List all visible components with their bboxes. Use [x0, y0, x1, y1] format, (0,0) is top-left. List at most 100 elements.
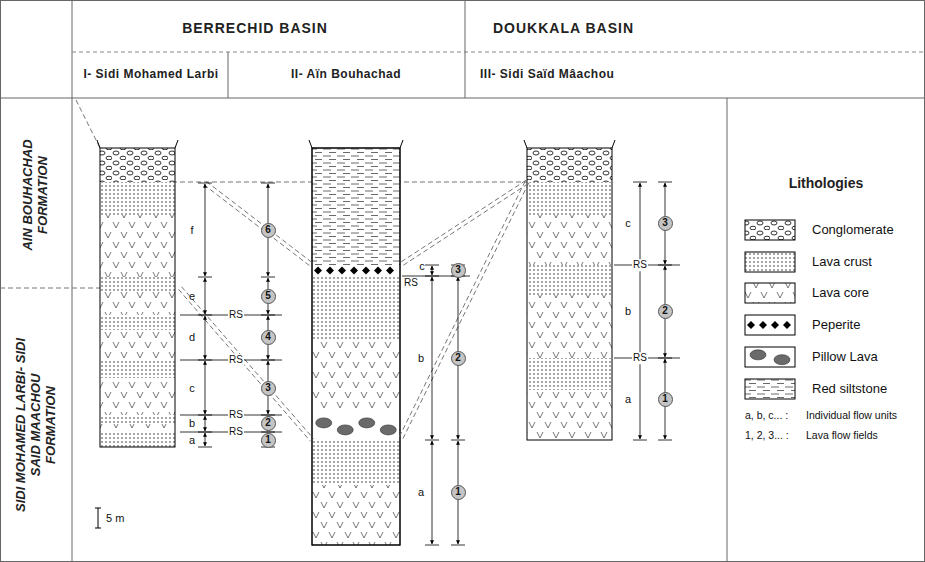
peperite-mark — [350, 267, 358, 275]
bracket-tick — [451, 545, 465, 546]
peperite-mark — [338, 267, 346, 275]
callout-number: 6 — [265, 225, 271, 235]
rs-label: RS — [228, 354, 244, 366]
callout-number: 1 — [265, 435, 271, 445]
bracket-arrow — [432, 441, 433, 544]
legend-title: Lithologies — [789, 175, 864, 191]
bracket-tick — [633, 182, 647, 183]
bracket-arrow — [640, 359, 641, 439]
bracket-arrow — [640, 266, 641, 357]
scale-bar — [95, 528, 101, 529]
legend-swatch-border — [745, 220, 795, 240]
formation-label: AIN BOUHACHAD FORMATION — [21, 110, 51, 280]
legend-text: Lava core — [812, 286, 869, 301]
bracket-arrow — [205, 316, 206, 359]
legend-text: Lava flow fields — [806, 429, 878, 441]
column-outline — [312, 148, 400, 545]
legend-swatch-border — [745, 347, 795, 367]
flow-field-circle: 2 — [658, 304, 673, 319]
bracket-tick — [198, 277, 212, 278]
callout-number: 3 — [265, 383, 271, 393]
bracket-tick — [658, 182, 672, 183]
section-header: II- Aïn Bouhachad — [291, 68, 401, 82]
bracket-tick — [633, 440, 647, 441]
grid-line — [727, 98, 728, 562]
flow-unit-letter: b — [418, 352, 424, 365]
bracket-arrow — [640, 183, 641, 264]
correlation-line — [204, 185, 311, 267]
callout-number: 3 — [662, 218, 668, 228]
pillow-ground — [313, 413, 399, 439]
bracket-arrow — [205, 416, 206, 431]
callout-number: 4 — [265, 332, 271, 342]
lithology-layer — [312, 412, 400, 440]
legend-swatch — [745, 252, 795, 272]
lithology-layer — [100, 277, 175, 292]
column-outline — [100, 148, 175, 447]
flow-field-circle: 2 — [451, 351, 466, 366]
legend-text: Pillow Lava — [812, 350, 878, 365]
flow-field-circle: 5 — [261, 289, 276, 304]
column-outline — [312, 148, 400, 545]
column-top-mark — [400, 140, 403, 148]
lithology-layer — [527, 358, 612, 390]
peperite-mark — [747, 321, 755, 329]
bracket-tick — [198, 183, 212, 184]
legend-text: Red siltstone — [812, 382, 887, 397]
flow-field-circle: 3 — [261, 381, 276, 396]
callout-number: 2 — [265, 418, 271, 428]
rs-label: RS — [228, 426, 244, 438]
correlation-line — [402, 183, 529, 441]
peperite-mark — [783, 321, 791, 329]
peperite-mark — [362, 267, 370, 275]
bracket-arrow — [432, 266, 433, 275]
callout-number: 2 — [662, 306, 668, 316]
grid-line — [465, 0, 466, 98]
pillow-mark — [380, 425, 396, 435]
pillow-mark — [750, 350, 766, 360]
lithology-layer — [100, 292, 175, 315]
callout-number: 3 — [455, 265, 461, 275]
correlation-line — [398, 181, 525, 439]
scale-bar — [98, 508, 99, 528]
lithology-layer — [100, 432, 175, 447]
rs-label: RS — [228, 409, 244, 421]
flow-unit-letter: c — [419, 260, 425, 273]
rs-label: RS — [632, 352, 648, 364]
flow-unit-letter: b — [625, 305, 631, 318]
column-top-mark — [97, 140, 100, 148]
legend-swatch — [745, 315, 795, 335]
legend-text: Conglomerate — [812, 223, 894, 238]
callout-number: 1 — [662, 394, 668, 404]
flow-field-circle: 1 — [451, 485, 466, 500]
lithology-layer — [100, 424, 175, 432]
bracket-arrow — [205, 361, 206, 414]
legend-swatch — [745, 379, 795, 399]
peperite-mark — [374, 267, 382, 275]
grid-line — [228, 52, 229, 98]
lithology-layer — [100, 148, 175, 182]
grid-line — [72, 0, 73, 562]
bracket-tick — [261, 277, 275, 278]
flow-field-circle: 4 — [261, 330, 276, 345]
legend-swatch — [745, 220, 795, 240]
lithology-layer — [312, 265, 400, 276]
rs-label: RS — [632, 259, 648, 271]
flow-field-circle: 1 — [658, 392, 673, 407]
lithology-layer — [527, 182, 612, 215]
flow-unit-letter: a — [625, 393, 631, 406]
bracket-tick — [261, 183, 275, 184]
formation-label: SIDI MOHAMED LARBI- SIDI SAID MAACHOU FO… — [14, 338, 59, 513]
legend-text: Lava crust — [812, 255, 872, 270]
legend-swatch-border — [745, 315, 795, 335]
flow-unit-letter: d — [189, 331, 195, 344]
correlation-line — [206, 181, 313, 263]
peperite-mark — [386, 267, 394, 275]
flow-unit-letter: b — [189, 417, 195, 430]
rs-label: RS — [403, 277, 419, 289]
legend-swatch-border — [745, 283, 795, 303]
legend-swatch — [745, 283, 795, 303]
grid-line — [72, 52, 925, 53]
flow-field-circle: 3 — [451, 263, 466, 278]
